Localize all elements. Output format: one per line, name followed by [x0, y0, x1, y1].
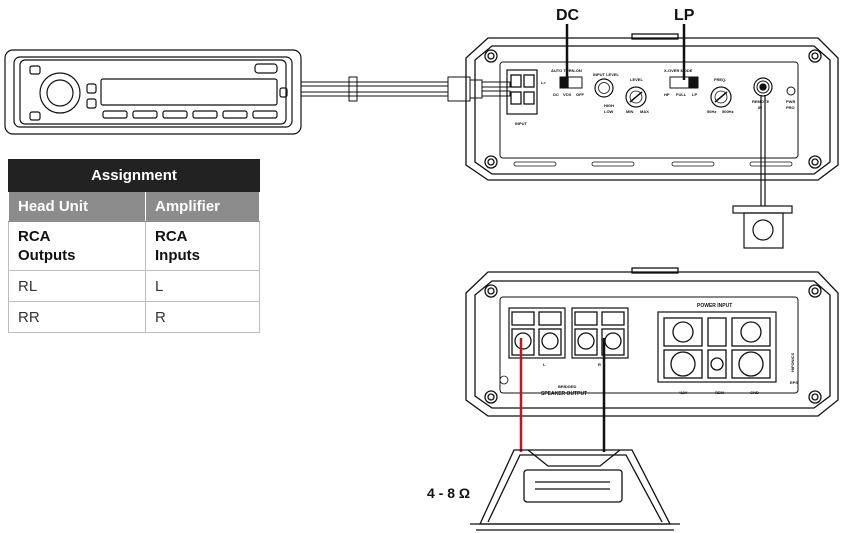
xover-option-lp: LP [692, 92, 697, 97]
impedance-label: 4 - 8 Ω [427, 485, 470, 501]
amplifier-output-panel [465, 267, 839, 417]
lr-mark: L< [541, 80, 546, 85]
diagram-labels: DC LP 4 - 8 Ω INPUT L< AUTO TURN-ON DC V… [427, 7, 798, 501]
speaker-wires [519, 338, 606, 452]
cell-rca-inputs-line1: RCA [155, 228, 188, 245]
gnd-label: GND [750, 390, 759, 395]
header-head-unit: Head Unit [8, 191, 146, 222]
table-cell-rr: RR [8, 301, 146, 333]
table-title-row: Assignment [8, 159, 260, 192]
input-label: INPUT [515, 121, 528, 126]
table-cell-rl: RL [8, 270, 146, 302]
low-label: LOW [604, 109, 614, 114]
table-row: RCA Outputs RCA Inputs [8, 221, 260, 271]
xover-option-full: FULL [676, 92, 687, 97]
table-header-row: Head Unit Amplifier [8, 191, 260, 222]
cell-rca-inputs-line2: Inputs [155, 247, 200, 264]
subwoofer [470, 449, 680, 531]
level-label: LEVEL [630, 77, 643, 82]
input-level-label: INPUT LEVEL [593, 72, 620, 77]
assignment-table: Assignment Head Unit Amplifier RCA Outpu… [8, 159, 260, 333]
bridged-label: BRIDGED [558, 384, 577, 389]
cell-rca-outputs-line1: RCA [18, 228, 51, 245]
high-label: HIGH [604, 103, 614, 108]
remote-label: REMOTE [752, 99, 769, 104]
auto-option-vox: VOX [563, 92, 572, 97]
callout-lines [565, 24, 686, 80]
left-channel-label: L [543, 362, 546, 367]
eps-label: EPS [790, 380, 798, 385]
head-unit [4, 49, 302, 135]
remote-level-control [732, 95, 793, 249]
plus12v-label: +12V [678, 390, 688, 395]
auto-option-off: OFF [576, 92, 585, 97]
freq-min-label: 50Hz [707, 109, 716, 114]
table-cell: RCA Outputs [8, 221, 146, 271]
power-input-label: POWER INPUT [697, 303, 732, 309]
brand-logo: HIFONICS [790, 353, 795, 372]
table-title: Assignment [8, 159, 260, 192]
min-label: MIN [626, 109, 633, 114]
auto-turn-on-label: AUTO TURN-ON [551, 68, 582, 73]
header-amplifier: Amplifier [145, 191, 260, 222]
xover-mode-label: X-OVER MODE [664, 68, 693, 73]
remote-in-label: IN [758, 105, 762, 110]
dc-label: DC [556, 7, 580, 24]
table-cell: RCA Inputs [145, 221, 260, 271]
table-row: RL L [8, 270, 260, 302]
pro-label: PRO [786, 105, 795, 110]
right-channel-label: R [598, 362, 601, 367]
max-label: MAX [640, 109, 649, 114]
lp-label: LP [674, 7, 695, 24]
table-cell-l: L [145, 270, 260, 302]
table-row: RR R [8, 301, 260, 333]
table-cell-r: R [145, 301, 260, 333]
cell-rca-outputs-line2: Outputs [18, 247, 76, 264]
amplifier-input-panel [465, 33, 839, 181]
freq-label: FREQ. [714, 77, 726, 82]
rca-cable [301, 76, 511, 102]
freq-max-label: 500Hz [722, 109, 734, 114]
rem-label: REM [715, 390, 725, 395]
pwr-label: PWR [786, 99, 795, 104]
xover-option-hp: HP [664, 92, 670, 97]
speaker-output-label: SPEAKER OUTPUT [541, 391, 587, 397]
auto-option-dc: DC [553, 92, 559, 97]
